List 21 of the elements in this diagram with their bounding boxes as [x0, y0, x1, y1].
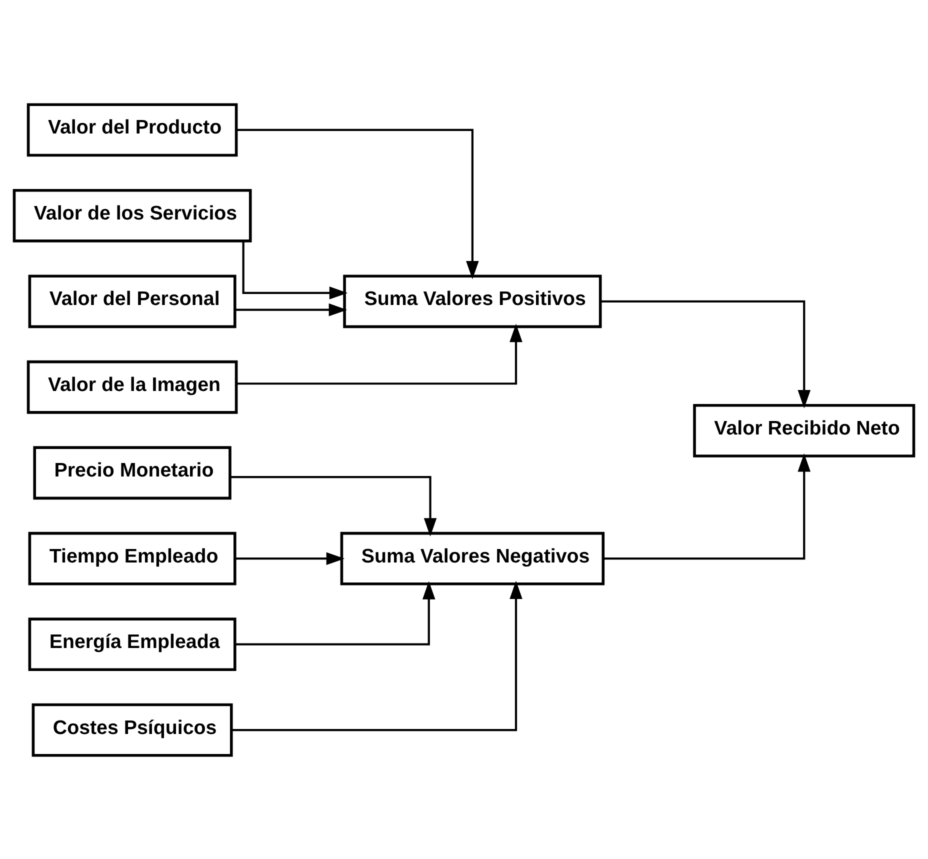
node-box: Valor Recibido Neto — [693, 404, 916, 457]
node-box: Precio Monetario — [33, 446, 232, 500]
arrow — [236, 323, 522, 384]
arrow — [235, 552, 345, 565]
node-box: Costes Psíquicos — [32, 702, 233, 756]
node-box: Suma Valores Negativos — [340, 531, 605, 585]
arrow — [235, 580, 436, 645]
node-box: Valor de la Imagen — [26, 360, 238, 414]
arrow — [236, 128, 479, 279]
arrow — [232, 580, 522, 731]
node-box: Valor de los Servicios — [12, 188, 252, 242]
arrow — [242, 240, 348, 299]
node-box: Energía Empleada — [28, 617, 236, 671]
node-box: Valor del Personal — [28, 274, 236, 328]
arrow — [230, 476, 437, 536]
arrow — [235, 302, 348, 316]
node-box: Tiempo Empleado — [28, 531, 236, 585]
node-box: Suma Valores Positivos — [343, 274, 602, 328]
node-box: Valor del Producto — [26, 102, 238, 156]
arrow — [604, 452, 811, 560]
arrow — [600, 300, 811, 408]
